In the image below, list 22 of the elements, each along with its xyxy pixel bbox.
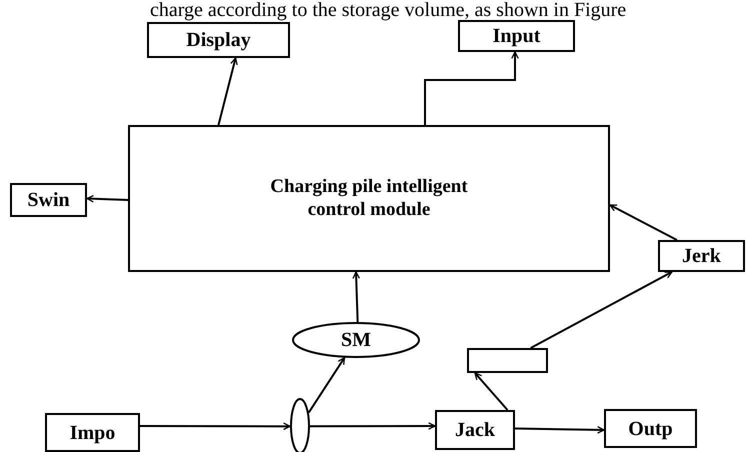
process-box: Display	[147, 22, 290, 58]
arrow	[218, 57, 238, 126]
process-box: Jack	[435, 410, 515, 450]
arrow	[352, 271, 360, 322]
process-box: Outp	[604, 409, 697, 448]
arrow	[86, 194, 128, 203]
process-box: Jerk	[658, 240, 745, 272]
arrow	[140, 422, 291, 430]
empty-box	[467, 348, 548, 373]
arrow	[310, 422, 436, 430]
arrow	[474, 372, 508, 411]
arrow	[308, 357, 346, 414]
body-text: charge according to the storage volume, as shown in Figure	[150, 0, 626, 22]
process-box: Impo	[45, 413, 140, 452]
arrow	[514, 426, 605, 434]
arrow	[530, 271, 672, 349]
arrow	[424, 51, 519, 125]
arrow	[609, 204, 678, 241]
process-box: Input	[458, 20, 575, 52]
process-box: Charging pile intelligent control module	[128, 125, 610, 272]
process-box: Swin	[10, 183, 87, 217]
ellipse-node: SM	[292, 322, 420, 358]
